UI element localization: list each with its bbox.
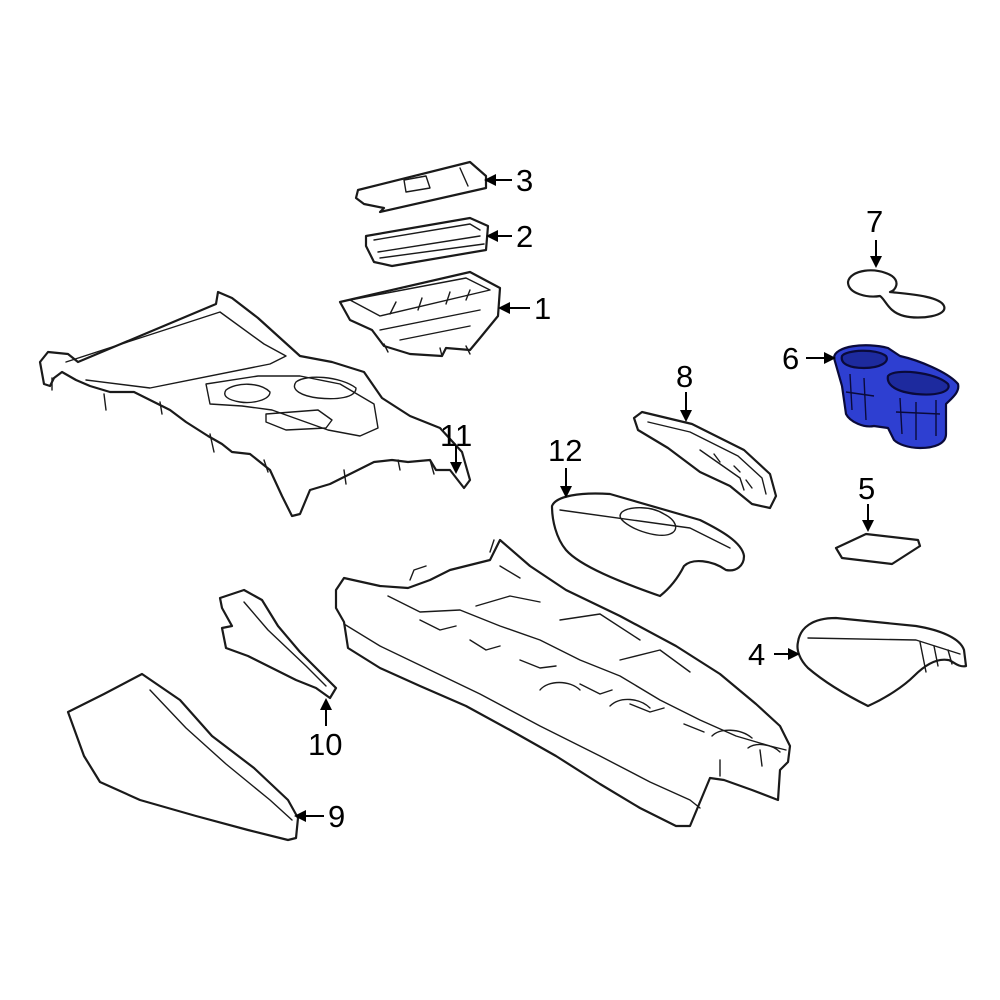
part-2-tray[interactable] xyxy=(364,216,490,268)
part-10-side-trim[interactable] xyxy=(218,588,338,700)
callout-4[interactable]: 4 xyxy=(748,637,765,672)
callout-10[interactable]: 10 xyxy=(308,727,342,762)
part-9-side-panel[interactable] xyxy=(66,672,300,842)
part-4-armrest[interactable] xyxy=(796,616,968,708)
part-11-upper-panel[interactable] xyxy=(38,290,472,518)
callout-9[interactable]: 9 xyxy=(328,799,345,834)
part-3-lid[interactable] xyxy=(354,160,488,214)
callout-12[interactable]: 12 xyxy=(548,433,582,468)
callout-6[interactable]: 6 xyxy=(782,341,799,376)
cup-holder-body xyxy=(832,344,960,450)
callout-1[interactable]: 1 xyxy=(534,291,551,326)
cup-holder-rim-right xyxy=(886,370,950,396)
part-8-trim-panel[interactable] xyxy=(632,410,778,510)
part-12-shifter-cover[interactable] xyxy=(550,492,746,598)
part-1-console-box[interactable] xyxy=(338,270,502,358)
cup-holder-rim-left xyxy=(840,349,888,370)
part-7-mat[interactable] xyxy=(846,269,946,319)
callout-11[interactable]: 11 xyxy=(440,418,472,453)
callout-3[interactable]: 3 xyxy=(516,163,533,198)
callout-8[interactable]: 8 xyxy=(676,359,693,394)
console-base[interactable] xyxy=(334,538,792,828)
leader-lines xyxy=(294,174,882,822)
part-5-small-mat[interactable] xyxy=(834,532,922,566)
part-6-cup-holder[interactable] xyxy=(832,344,960,450)
callout-7[interactable]: 7 xyxy=(866,204,883,239)
callout-5[interactable]: 5 xyxy=(858,471,875,506)
callout-labels: 3 2 1 7 6 8 11 12 5 4 10 9 xyxy=(308,163,883,834)
callout-2[interactable]: 2 xyxy=(516,219,533,254)
